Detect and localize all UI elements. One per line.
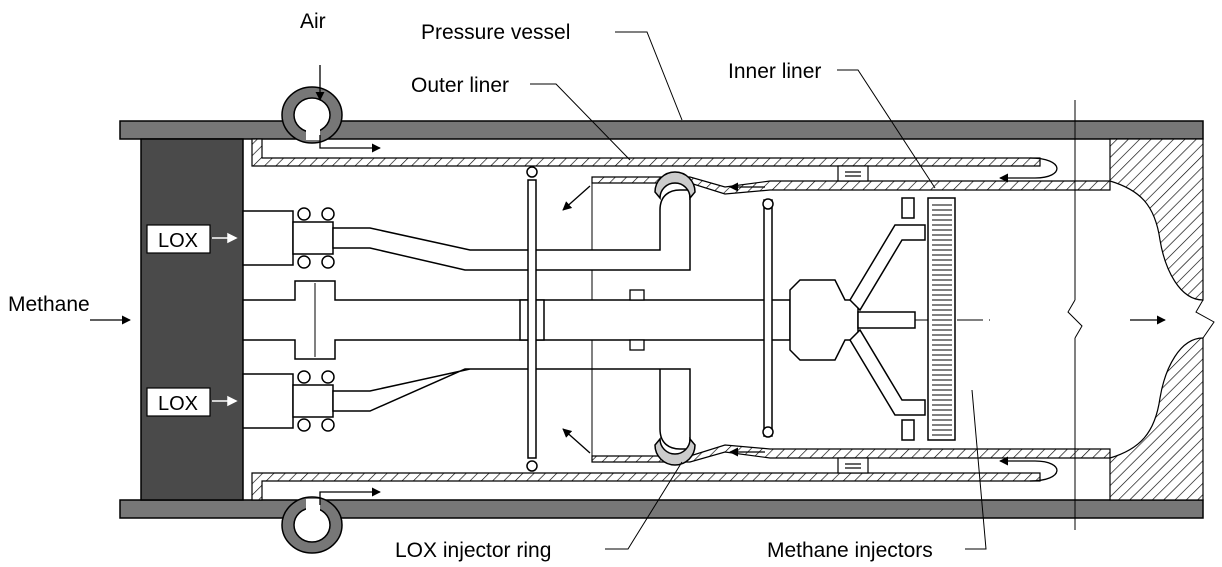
head-plate xyxy=(140,138,244,501)
air-label: Air xyxy=(300,10,326,33)
methane-label: Methane xyxy=(8,293,90,316)
inner-liner-label: Inner liner xyxy=(728,60,821,83)
air-manifold-top xyxy=(281,86,343,144)
lox-injector-ring xyxy=(654,171,696,466)
lox-feed-top xyxy=(242,189,691,271)
methane-injector-head xyxy=(789,197,956,441)
lox-injector-ring-label: LOX injector ring xyxy=(395,539,551,562)
flow-arrows xyxy=(90,65,1166,505)
methane-injectors-label: Methane injectors xyxy=(767,539,933,562)
exit-nozzle xyxy=(1109,138,1204,501)
lox-label-bottom: LOX xyxy=(146,387,211,417)
pressure-vessel xyxy=(119,120,1204,519)
svg-text:LOX: LOX xyxy=(158,393,198,415)
outer-liner-label: Outer liner xyxy=(411,74,509,97)
lox-feed-bottom xyxy=(242,368,691,450)
lox-arrows xyxy=(212,232,238,407)
support-struts xyxy=(526,166,774,472)
center-valve xyxy=(629,289,645,351)
svg-text:LOX: LOX xyxy=(158,230,198,252)
air-manifold-bottom xyxy=(281,496,343,554)
pressure-vessel-label: Pressure vessel xyxy=(421,21,570,44)
liner-spacers xyxy=(837,165,869,474)
injector-grid xyxy=(932,204,952,436)
lox-label-top: LOX xyxy=(146,224,211,254)
methane-pipe xyxy=(242,280,791,360)
leader-lines xyxy=(530,31,987,550)
break-lines xyxy=(1067,100,1215,530)
